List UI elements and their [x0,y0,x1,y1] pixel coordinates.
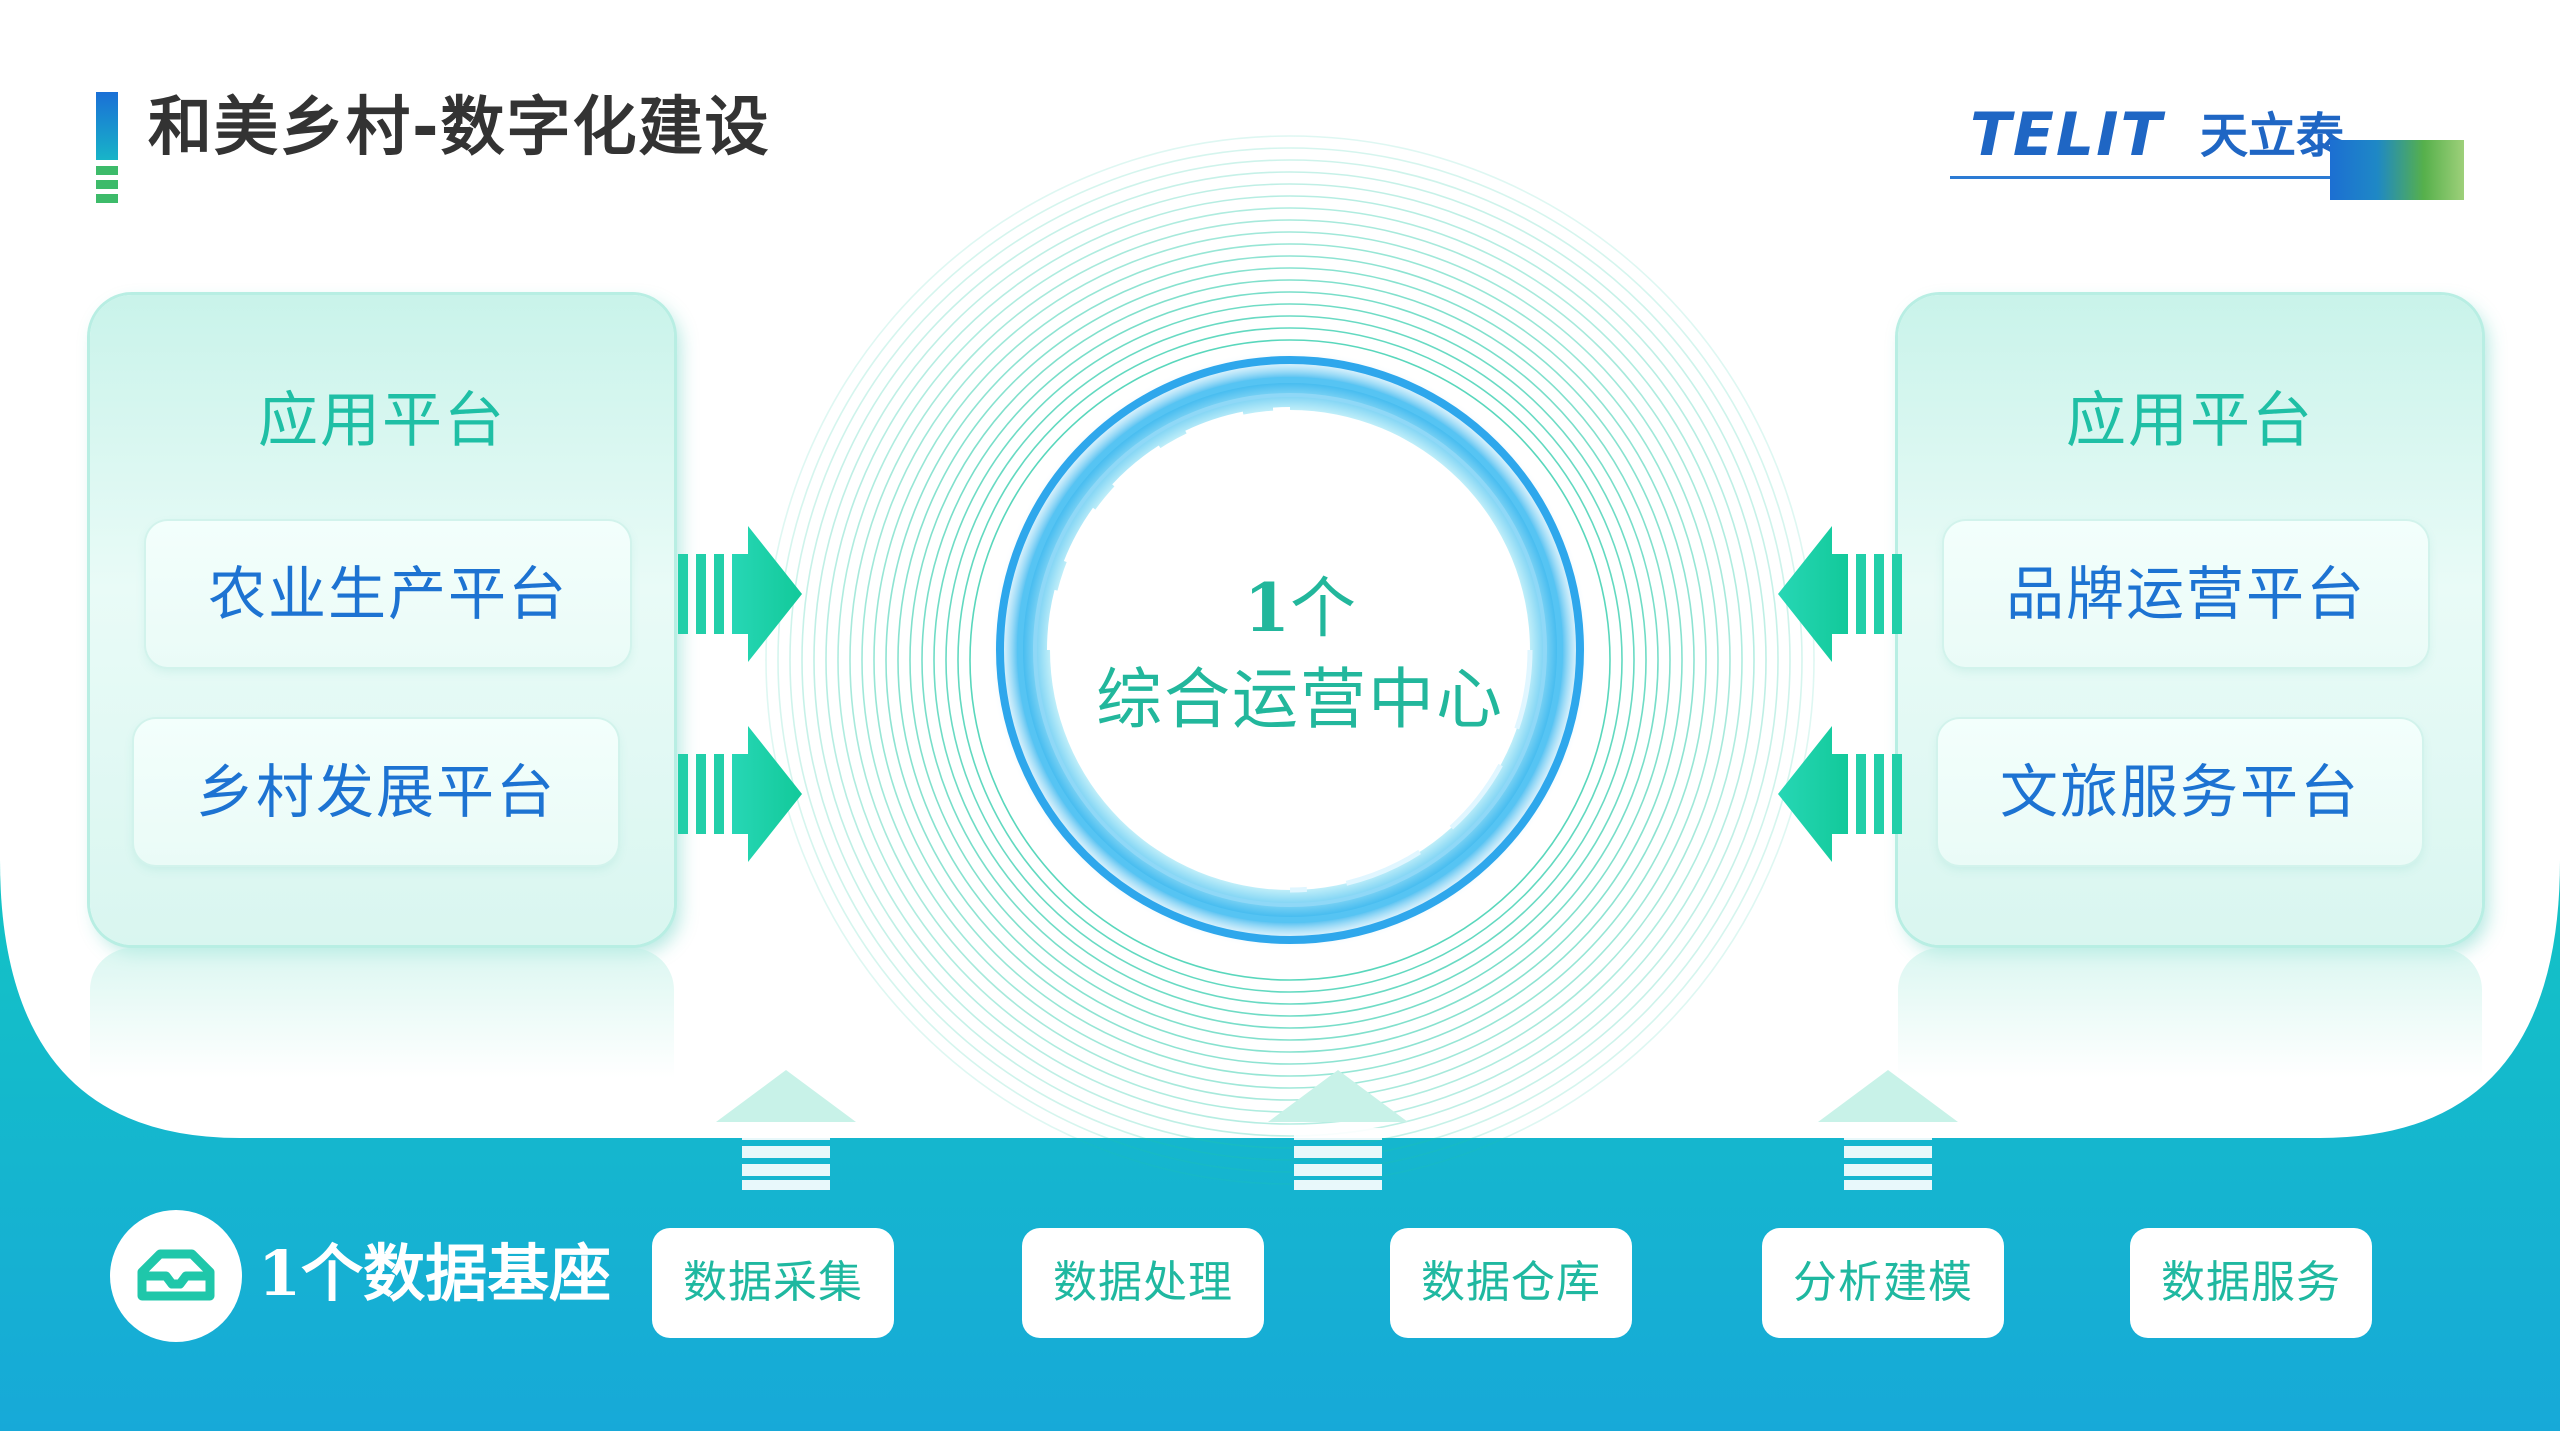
right-panel-reflection [1898,948,2482,1078]
arrow-right-icon [678,726,802,862]
arrow-up-icon [1268,1070,1408,1190]
right-panel: 应用平台 品牌运营平台 文旅服务平台 [1898,295,2482,945]
ring [945,315,1635,1005]
ring [849,219,1731,1101]
ring [765,135,1815,1185]
base-icon-circle [110,1210,242,1342]
logo-latin: TELIT [1970,100,2164,170]
center-count-unit: 个 [1289,570,1356,647]
arrow-left-icon [1778,526,1902,662]
left-panel-title: 应用平台 [258,386,506,456]
center-count-number: 1 [1244,569,1290,647]
ring [969,339,1611,981]
ring [861,231,1719,1089]
ring [801,171,1779,1149]
ring [777,147,1803,1173]
arrow-left-icon [1778,726,1902,862]
base-label: 个数据基座 [301,1237,612,1310]
base-item-collection[interactable]: 数据采集 [652,1228,894,1338]
ring [921,291,1659,1029]
base-item-processing[interactable]: 数据处理 [1022,1228,1264,1338]
base-count: 1 [258,1237,302,1310]
arrow-up-icon [1818,1070,1958,1190]
ring [813,183,1767,1137]
ring [789,159,1791,1161]
right-panel-item-tourism[interactable]: 文旅服务平台 [1938,719,2422,865]
ring [933,303,1647,1017]
right-panel-item-brand[interactable]: 品牌运营平台 [1944,521,2428,667]
ring [897,267,1683,1053]
ring [825,195,1755,1125]
base-item-modeling[interactable]: 分析建模 [1762,1228,2004,1338]
title-decoration [96,92,118,204]
company-logo: TELIT 天立泰 [1950,96,2470,206]
left-panel-item-agriculture[interactable]: 农业生产平台 [146,521,630,667]
base-item-service[interactable]: 数据服务 [2130,1228,2372,1338]
arrow-right-icon [678,526,802,662]
base-title: 1个数据基座 [258,1232,611,1316]
ring [885,255,1695,1065]
concentric-rings [765,135,1815,1185]
logo-chinese: 天立泰 [2200,108,2345,164]
center-circle [990,350,1590,950]
center-label: 综合运营中心 [1096,661,1504,738]
center-count: 1个 [1160,565,1440,652]
base-item-warehouse[interactable]: 数据仓库 [1390,1228,1632,1338]
left-panel-item-rural-dev[interactable]: 乡村发展平台 [134,719,618,865]
box-icon [137,1249,215,1301]
ring [909,279,1671,1041]
ring [873,243,1707,1077]
arrow-up-icon [716,1070,856,1190]
left-panel-reflection [90,948,674,1078]
page-title: 和美乡村-数字化建设 [148,91,771,165]
left-panel: 应用平台 农业生产平台 乡村发展平台 [90,295,674,945]
right-panel-title: 应用平台 [2066,386,2314,456]
ring [957,327,1623,993]
